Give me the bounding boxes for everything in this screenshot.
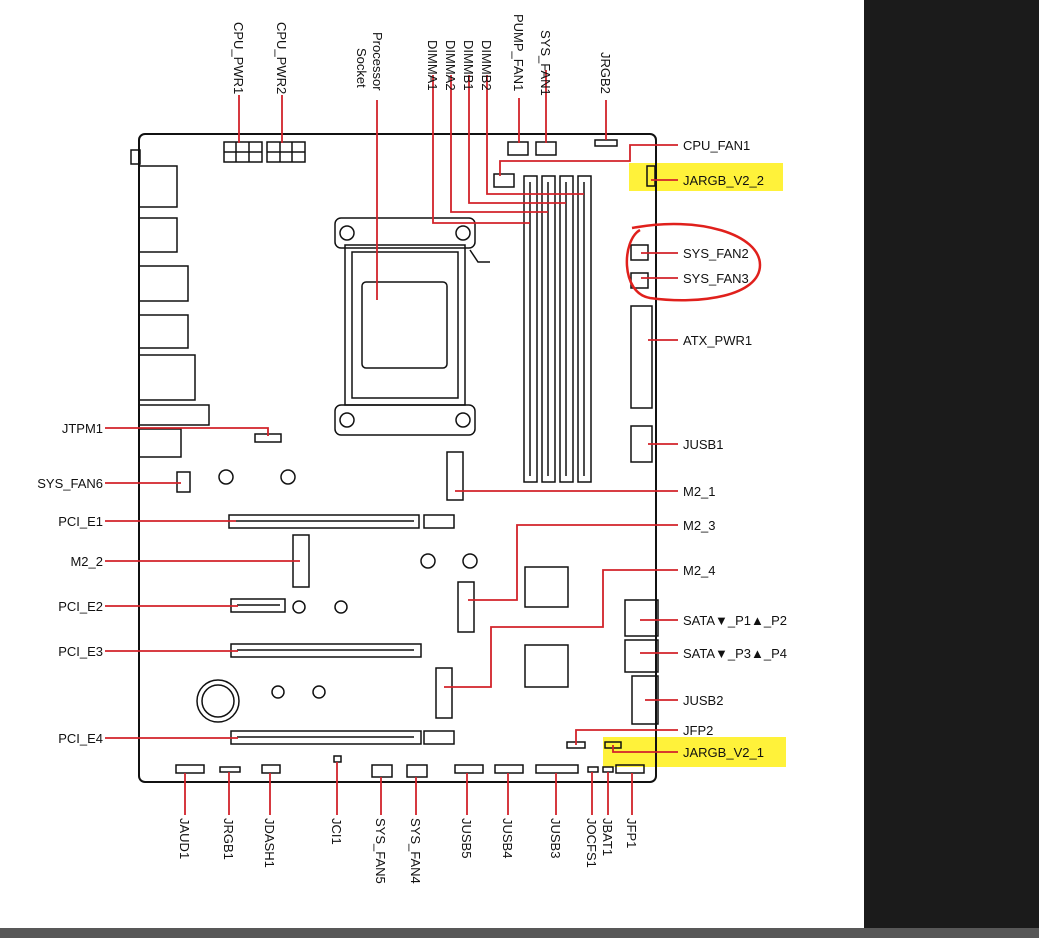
bottom-headers [175,755,645,778]
top-fan-headers [493,139,656,188]
label-jusb1: JUSB1 [683,437,723,452]
label-cpu-pwr1: CPU_PWR1 [231,22,246,94]
label-pci-e2: PCI_E2 [58,599,103,614]
label-jfp1: JFP1 [624,818,639,848]
label-pci-e1: PCI_E1 [58,514,103,529]
label-sata-p1-p2: SATA▼_P1▲_P2 [683,613,787,628]
label-jrgb2: JRGB2 [598,52,613,94]
label-processor: Processor [370,32,385,91]
label-sata-p3-p4: SATA▼_P3▲_P4 [683,646,787,661]
diagram-canvas: CPU_PWR1 CPU_PWR2 Processor Socket DIMMA… [37,14,788,884]
label-jusb4: JUSB4 [500,818,515,858]
label-atx-pwr1: ATX_PWR1 [683,333,752,348]
label-jocfs1: JOCFS1 [584,818,599,868]
motherboard-layout-diagram: CPU_PWR1 CPU_PWR2 Processor Socket DIMMA… [37,14,787,884]
label-m2-3: M2_3 [683,518,716,533]
label-m2-1: M2_1 [683,484,716,499]
annotation-circle [625,222,762,302]
label-sys-fan2: SYS_FAN2 [683,246,749,261]
rear-io-ports [130,149,210,458]
label-jbat1: JBAT1 [600,818,615,856]
label-sys-fan5: SYS_FAN5 [373,818,388,884]
misc-components [176,433,569,723]
bottom-scrollbar[interactable] [0,928,1039,938]
label-jusb5: JUSB5 [459,818,474,858]
label-jusb3: JUSB3 [548,818,563,858]
label-jdash1: JDASH1 [262,818,277,868]
label-jci1: JCI1 [329,818,344,845]
label-jargb-v2-1: JARGB_V2_1 [683,745,764,760]
board-outline [138,133,657,783]
label-dimma1: DIMMA1 [425,40,440,91]
label-cpu-fan1: CPU_FAN1 [683,138,750,153]
label-cpu-pwr2: CPU_PWR2 [274,22,289,94]
label-jrgb1: JRGB1 [221,818,236,860]
processor-socket [334,217,490,436]
label-jaud1: JAUD1 [177,818,192,859]
label-socket: Socket [354,48,369,88]
label-m2-4: M2_4 [683,563,716,578]
label-sys-fan6: SYS_FAN6 [37,476,103,491]
label-jfp2: JFP2 [683,723,713,738]
label-jargb-v2-2: JARGB_V2_2 [683,173,764,188]
right-side-connectors [566,244,659,749]
label-dimma2: DIMMA2 [443,40,458,91]
m2-slots [292,451,475,719]
label-pump-fan1: PUMP_FAN1 [511,14,526,91]
label-sys-fan4: SYS_FAN4 [408,818,423,884]
label-sys-fan3: SYS_FAN3 [683,271,749,286]
label-pci-e3: PCI_E3 [58,644,103,659]
label-sys-fan1: SYS_FAN1 [538,30,553,96]
pcie-slots [228,514,455,745]
dimm-slots [523,175,592,483]
label-m2-2: M2_2 [70,554,103,569]
label-jusb2: JUSB2 [683,693,723,708]
label-jtpm1: JTPM1 [62,421,103,436]
cpu-power-connectors [223,141,306,163]
dark-side-panel [864,0,1039,928]
label-pci-e4: PCI_E4 [58,731,103,746]
leader-lines [105,70,678,815]
label-dimmb1: DIMMB1 [461,40,476,91]
label-dimmb2: DIMMB2 [479,40,494,91]
